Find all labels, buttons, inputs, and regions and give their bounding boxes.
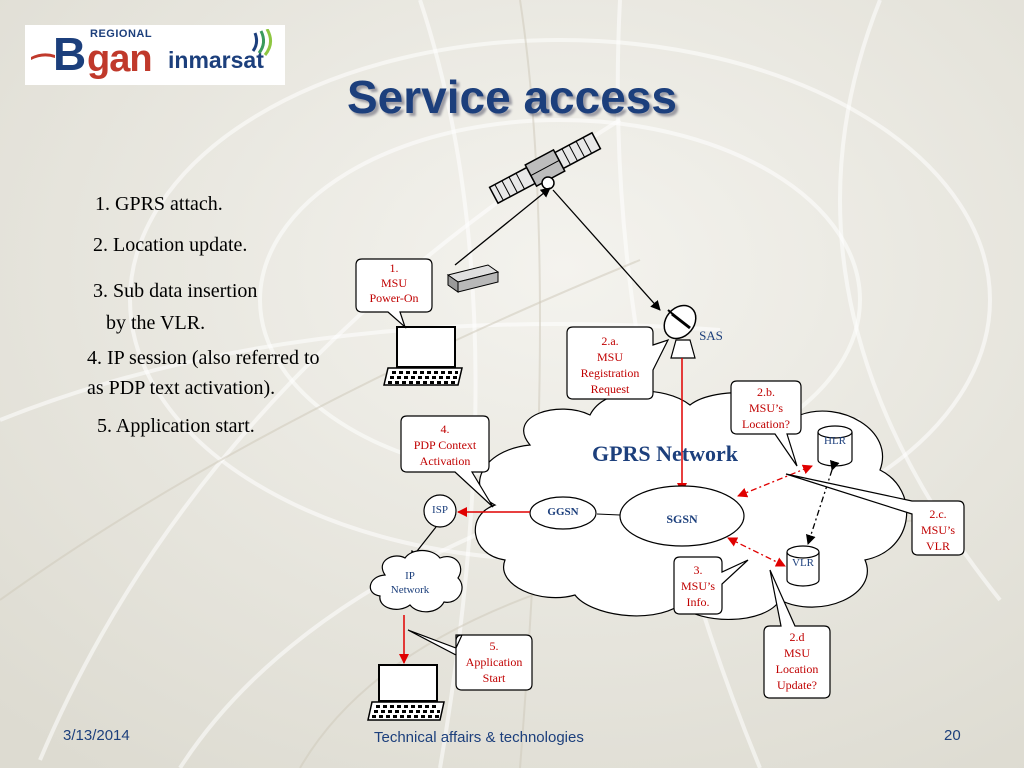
gprs-network-label: GPRS Network bbox=[591, 441, 739, 466]
bgan-swoosh-icon bbox=[31, 53, 55, 60]
bgan-logo-b: B bbox=[53, 28, 87, 80]
hlr-label: HLR bbox=[824, 435, 846, 447]
satellite-dish-icon bbox=[541, 176, 555, 190]
laptop-bottom-icon bbox=[367, 664, 445, 721]
sgsn-node bbox=[619, 485, 745, 547]
callout-4 bbox=[400, 415, 494, 508]
step-1: 1. GPRS attach. bbox=[95, 193, 223, 215]
bgan-logo-regional: REGIONAL bbox=[90, 28, 153, 40]
callout-2d bbox=[763, 569, 831, 699]
step-4: 4. IP session (also referred to bbox=[87, 347, 320, 369]
callout-2c bbox=[785, 473, 965, 556]
sas-antenna-icon bbox=[663, 304, 697, 359]
inmarsat-logo: inmarsat bbox=[168, 47, 264, 73]
slide-title: Service access bbox=[347, 71, 677, 123]
vlr-label: VLR bbox=[792, 557, 814, 569]
step-3: 3. Sub data insertion bbox=[93, 280, 258, 302]
callout-1 bbox=[355, 258, 433, 329]
isp-label: ISP bbox=[432, 504, 448, 516]
logo-area: B REGIONAL gan inmarsat bbox=[25, 25, 285, 85]
bgan-logo-gan: gan bbox=[87, 38, 153, 80]
ggsn-node bbox=[529, 496, 597, 530]
callout-2a bbox=[566, 326, 670, 400]
ip-network-cloud bbox=[369, 549, 463, 613]
vlr-database-icon bbox=[786, 545, 820, 587]
callout-2b bbox=[730, 380, 802, 467]
sgsn-label: SGSN bbox=[666, 512, 698, 526]
step-4-cont: as PDP text activation). bbox=[87, 377, 276, 399]
step-5: 5. Application start. bbox=[97, 415, 255, 437]
footer-page-number: 20 bbox=[944, 727, 961, 744]
ggsn-label: GGSN bbox=[547, 506, 579, 518]
isp-node bbox=[423, 494, 457, 528]
satellite-icon bbox=[488, 131, 602, 205]
callout-5 bbox=[407, 629, 533, 691]
terminal-modem-icon bbox=[446, 264, 500, 293]
inmarsat-waves-icon bbox=[251, 29, 272, 56]
step-3-cont: by the VLR. bbox=[106, 312, 206, 334]
footer-center: Technical affairs & technologies bbox=[374, 729, 584, 746]
callout-3 bbox=[673, 556, 749, 615]
footer-date: 3/13/2014 bbox=[63, 727, 130, 744]
step-2: 2. Location update. bbox=[93, 234, 248, 256]
sas-label: SAS bbox=[699, 328, 723, 343]
hlr-database-icon bbox=[817, 425, 853, 467]
laptop-top-icon bbox=[383, 326, 463, 386]
